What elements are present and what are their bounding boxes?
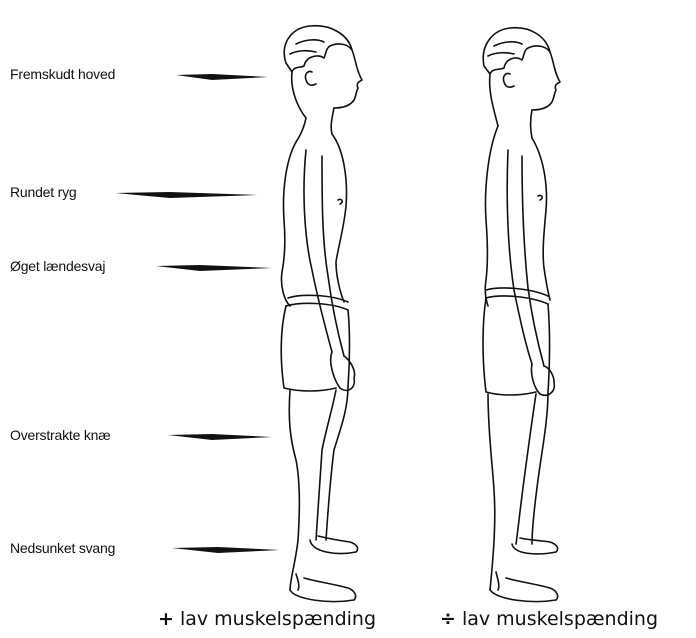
arrow-back (115, 192, 258, 198)
caption-left: + lav muskelspænding (158, 608, 376, 630)
caption-left-sign: + (158, 608, 174, 630)
arrows (115, 74, 280, 553)
arrow-head (176, 74, 268, 80)
arrow-lumbar (156, 265, 272, 271)
caption-left-text: lav muskelspænding (180, 608, 376, 630)
figure-poor-posture (281, 26, 362, 602)
caption-right: ÷ lav muskelspænding (440, 608, 658, 630)
figure-good-posture (483, 28, 560, 602)
arrow-arch (172, 547, 280, 553)
caption-right-sign: ÷ (440, 608, 456, 630)
arrow-knee (168, 434, 272, 440)
caption-right-text: lav muskelspænding (462, 608, 658, 630)
